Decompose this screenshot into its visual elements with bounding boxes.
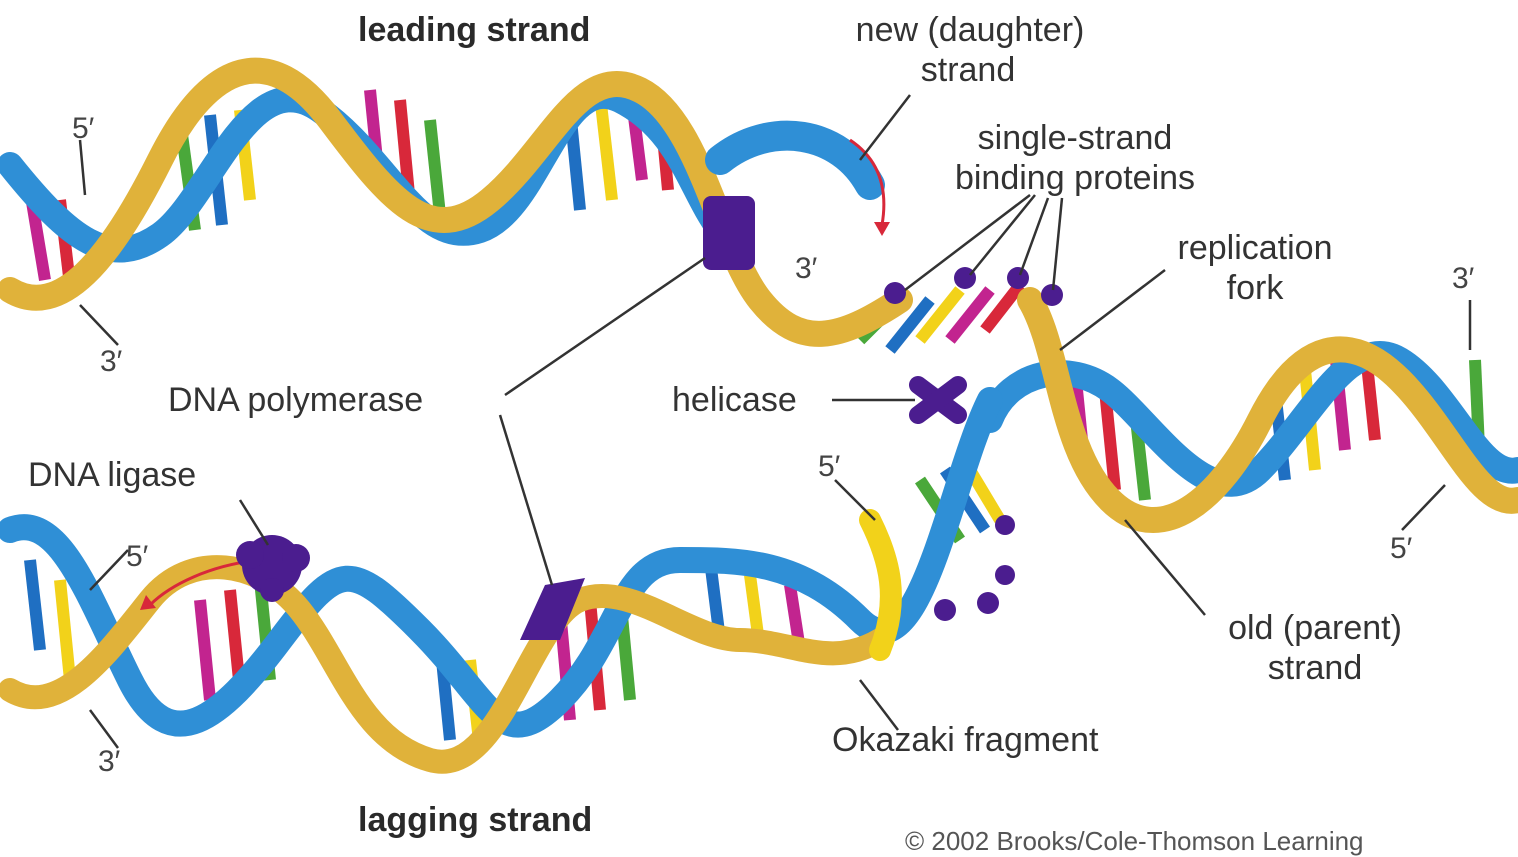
- base-pair-rung: [30, 560, 40, 650]
- end-right-3: 3′: [1452, 262, 1474, 296]
- label-okazaki-fragment: Okazaki fragment: [832, 720, 1098, 760]
- leading-daughter-strand: [10, 71, 900, 334]
- copyright-notice: © 2002 Brooks/Cole-Thomson Learning: [905, 826, 1364, 857]
- label-ssb-line2: binding proteins: [905, 158, 1245, 198]
- label-dna-ligase: DNA ligase: [28, 455, 196, 495]
- new-daughter-strand-tip: [720, 136, 870, 185]
- label-old-parent-strand-line2: strand: [1195, 648, 1435, 688]
- label-replication-fork-line1: replication: [1140, 228, 1370, 268]
- daughter-arrowhead: [874, 222, 890, 236]
- end-bottom-left-3: 3′: [98, 745, 120, 779]
- label-replication-fork: replication fork: [1140, 228, 1370, 308]
- label-replication-fork-line2: fork: [1140, 268, 1370, 308]
- label-helicase: helicase: [672, 380, 797, 420]
- base-pair-rung: [60, 580, 70, 680]
- label-old-parent-strand: old (parent) strand: [1195, 608, 1435, 688]
- end-right-5: 5′: [1390, 532, 1412, 566]
- end-bottom-left-5: 5′: [126, 540, 148, 574]
- label-new-daughter-strand: new (daughter) strand: [820, 10, 1120, 90]
- base-pair-rung: [200, 600, 210, 700]
- end-lagging-5: 5′: [818, 450, 840, 484]
- label-single-strand-binding-proteins: single-strand binding proteins: [905, 118, 1245, 198]
- end-top-left-3: 3′: [100, 345, 122, 379]
- lagging-parent-strand: [10, 400, 990, 725]
- helicase-enzyme: [918, 385, 958, 415]
- end-top-daughter-3: 3′: [795, 252, 817, 286]
- label-dna-polymerase: DNA polymerase: [168, 380, 423, 420]
- base-pair-rung: [430, 120, 440, 215]
- base-pair-rung: [600, 95, 612, 200]
- dna-polymerase-leading: [703, 196, 755, 270]
- end-top-left-5: 5′: [72, 112, 94, 146]
- label-ssb-line1: single-strand: [905, 118, 1245, 158]
- label-leading-strand: leading strand: [358, 10, 590, 50]
- label-lagging-strand: lagging strand: [358, 800, 592, 840]
- label-new-daughter-strand-line2: strand: [816, 50, 1120, 90]
- label-new-daughter-strand-line1: new (daughter): [820, 10, 1120, 50]
- label-old-parent-strand-line1: old (parent): [1195, 608, 1435, 648]
